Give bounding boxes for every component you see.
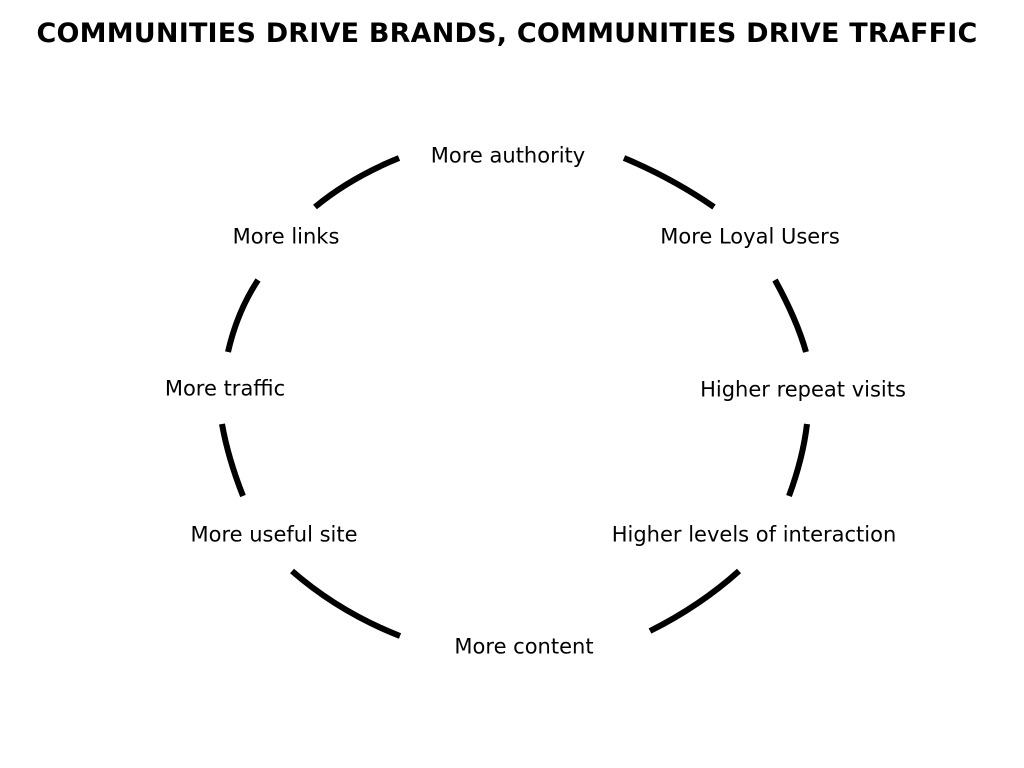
page-title: COMMUNITIES DRIVE BRANDS, COMMUNITIES DR… bbox=[36, 18, 978, 49]
cycle-arc-loyal-repeat bbox=[772, 278, 809, 353]
cycle-arc-content-useful bbox=[290, 568, 402, 639]
cycle-node-interaction: Higher levels of interaction bbox=[611, 522, 897, 547]
cycle-arc-traffic-links bbox=[225, 278, 261, 353]
cycle-node-useful-site: More useful site bbox=[190, 522, 358, 547]
cycle-arc-repeat-interaction bbox=[786, 423, 810, 498]
cycle-node-repeat-visits: Higher repeat visits bbox=[700, 377, 906, 402]
cycle-node-traffic: More traffic bbox=[164, 376, 286, 401]
cycle-node-loyal-users: More Loyal Users bbox=[660, 224, 840, 249]
cycle-node-links: More links bbox=[232, 224, 340, 249]
cycle-arc-interaction-content bbox=[648, 568, 742, 634]
cycle-arc-useful-traffic bbox=[219, 423, 246, 498]
cycle-arc-links-authority bbox=[313, 155, 401, 210]
cycle-node-authority: More authority bbox=[430, 143, 586, 168]
cycle-node-content: More content bbox=[454, 634, 594, 659]
cycle-arc-authority-loyal bbox=[622, 155, 716, 210]
